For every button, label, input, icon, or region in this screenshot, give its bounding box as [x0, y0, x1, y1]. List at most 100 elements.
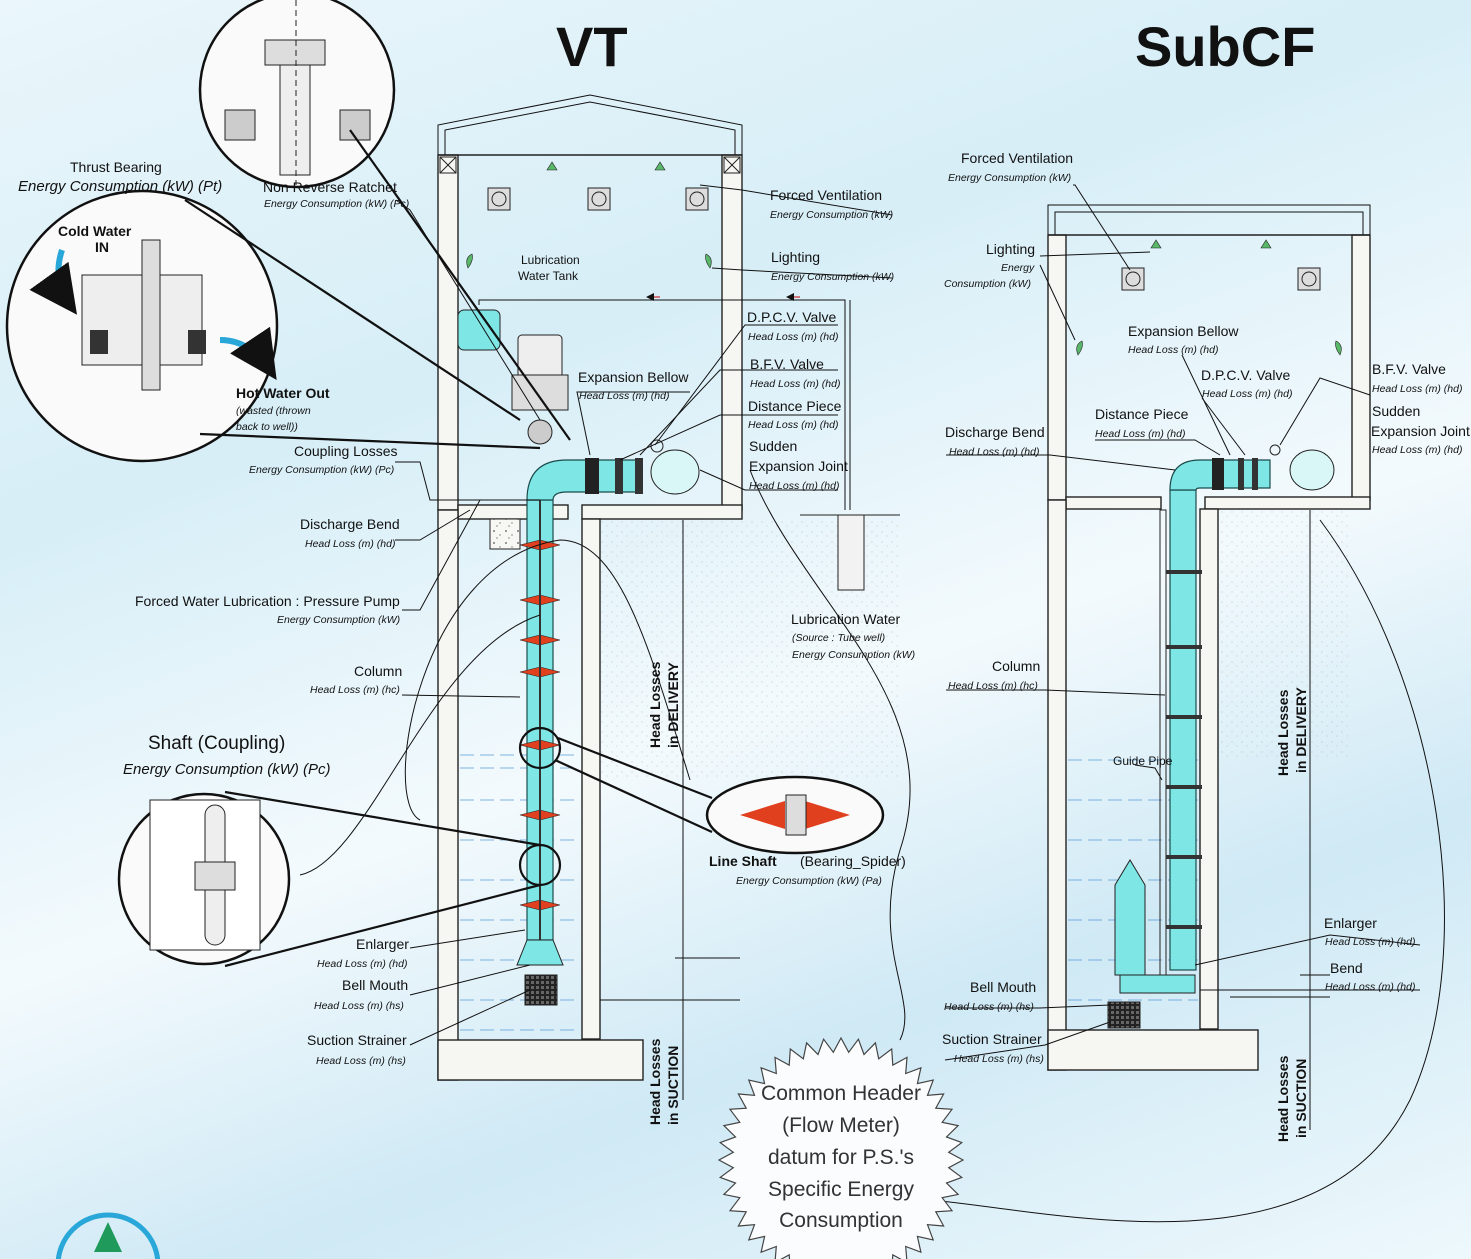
- vt-lamp-icon: [466, 161, 712, 269]
- lbl-sub-bfv-sub: Head Loss (m) (hd): [1372, 383, 1462, 395]
- lbl-sub-column: Column: [992, 658, 1040, 674]
- lbl-lube-tank1: Lubrication: [521, 253, 580, 267]
- lbl-sub-column-sub: Head Loss (m) (hc): [948, 680, 1038, 692]
- lbl-vt-bell-sub: Head Loss (m) (hs): [314, 1000, 404, 1012]
- lbl-vt-distance-sub: Head Loss (m) (hd): [748, 419, 838, 431]
- lbl-vt-line-shaft-sub: Energy Consumption (kW) (Pa): [736, 875, 882, 887]
- lbl-sub-discharge-sub: Head Loss (m) (hd): [949, 446, 1039, 458]
- lbl-sub-sudden: Sudden: [1372, 403, 1420, 419]
- lbl-sub-bell-sub: Head Loss (m) (hs): [944, 1001, 1034, 1013]
- lbl-lube-tank2: Water Tank: [518, 269, 579, 283]
- starburst-line1: Common Header: [761, 1082, 921, 1105]
- starburst-line2: (Flow Meter): [782, 1114, 900, 1137]
- lbl-vt-lighting-sub: Energy Consumption (kW): [771, 271, 894, 283]
- starburst-line3: datum for P.S.'s: [768, 1146, 914, 1169]
- lbl-vt-shaft: Shaft (Coupling): [148, 733, 285, 754]
- subcf-title: SubCF: [1135, 15, 1315, 78]
- lbl-hot-water-sub2: back to well)): [236, 421, 298, 433]
- lbl-vt-exp-bellow-sub: Head Loss (m) (hd): [579, 390, 669, 402]
- lbl-sub-forced-vent-sub: Energy Consumption (kW): [948, 172, 1071, 184]
- vt-title: VT: [556, 15, 628, 78]
- starburst-line5: Consumption: [779, 1209, 903, 1232]
- lbl-sub-enlarger-sub: Head Loss (m) (hd): [1325, 936, 1415, 948]
- lbl-vt-dpcv: D.P.C.V. Valve: [747, 309, 836, 325]
- lbl-vt-fwl: Forced Water Lubrication : Pressure Pump: [135, 593, 400, 609]
- lbl-cold-water-in: IN: [95, 239, 109, 255]
- lbl-sub-exp-joint-sub: Head Loss (m) (hd): [1372, 444, 1462, 456]
- lbl-vt-lube-water: Lubrication Water: [791, 611, 901, 627]
- lbl-sub-hl-suction1: Head Losses: [1275, 1055, 1291, 1142]
- lbl-vt-fwl-sub: Energy Consumption (kW): [277, 614, 400, 626]
- lbl-vt-discharge: Discharge Bend: [300, 516, 400, 532]
- lbl-vt-hl-suction1: Head Losses: [647, 1038, 663, 1125]
- lbl-non-reverse: Non Reverse Ratchet: [263, 179, 397, 195]
- lbl-vt-shaft-sub: Energy Consumption (kW) (Pc): [123, 761, 331, 778]
- lbl-vt-enlarger: Enlarger: [356, 936, 409, 952]
- lbl-vt-lighting: Lighting: [771, 249, 820, 265]
- lbl-sub-hl-delivery2: in DELIVERY: [1293, 687, 1309, 773]
- lbl-cold-water: Cold Water: [58, 223, 132, 239]
- lbl-vt-forced-vent-sub: Energy Consumption (kW): [770, 209, 893, 221]
- lbl-hot-water: Hot Water Out: [236, 385, 330, 401]
- lbl-sub-distance-sub: Head Loss (m) (hd): [1095, 428, 1185, 440]
- lbl-thrust-bearing: Thrust Bearing: [70, 159, 162, 175]
- lbl-sub-bell: Bell Mouth: [970, 979, 1036, 995]
- lbl-vt-forced-vent: Forced Ventilation: [770, 187, 882, 203]
- lbl-sub-exp-bellow: Expansion Bellow: [1128, 323, 1239, 339]
- lbl-sub-hl-suction2: in SUCTION: [1293, 1059, 1309, 1138]
- lbl-sub-lighting: Lighting: [986, 241, 1035, 257]
- vt-thrust-bearing-detail: [5, 189, 541, 463]
- lbl-vt-column-sub: Head Loss (m) (hc): [310, 684, 400, 696]
- lbl-vt-bell: Bell Mouth: [342, 977, 408, 993]
- lbl-vt-line-shaft-paren: (Bearing_Spider): [800, 853, 906, 869]
- lbl-vt-coupling-sub: Energy Consumption (kW) (Pc): [249, 464, 394, 476]
- lbl-vt-sudden2: Expansion Joint: [749, 458, 848, 474]
- lbl-vt-discharge-sub: Head Loss (m) (hd): [305, 538, 395, 550]
- lbl-sub-hl-delivery1: Head Losses: [1275, 689, 1291, 776]
- lbl-non-reverse-sub: Energy Consumption (kW) (Pc): [264, 198, 409, 210]
- vt-shaft-coupling-detail: [117, 790, 562, 968]
- subcf-lamp-icon: [1076, 239, 1342, 356]
- lbl-vt-column: Column: [354, 663, 402, 679]
- company-logo-icon: [55, 1212, 161, 1259]
- lbl-sub-exp-bellow-sub: Head Loss (m) (hd): [1128, 344, 1218, 356]
- vt-leader-lines: [299, 184, 911, 1046]
- lbl-vt-distance: Distance Piece: [748, 398, 842, 414]
- lbl-sub-dpcv: D.P.C.V. Valve: [1201, 367, 1290, 383]
- lbl-vt-hl-suction2: in SUCTION: [665, 1046, 681, 1125]
- lbl-sub-lighting-sub1: Energy: [1001, 262, 1035, 274]
- subcf-structure: [1047, 204, 1371, 1130]
- starburst-line4: Specific Energy: [768, 1178, 914, 1201]
- vt-structure: [437, 94, 900, 1100]
- lbl-hot-water-sub1: (wasted (thrown: [236, 405, 311, 417]
- lbl-sub-dpcv-sub: Head Loss (m) (hd): [1202, 388, 1292, 400]
- lbl-vt-strainer-sub: Head Loss (m) (hs): [316, 1055, 406, 1067]
- lbl-vt-sudden-sub: Head Loss (m) (hd): [749, 480, 839, 492]
- lbl-sub-strainer-sub: Head Loss (m) (hs): [954, 1053, 1044, 1065]
- subcf-fan-icon: [1121, 267, 1321, 291]
- lbl-vt-enlarger-sub: Head Loss (m) (hd): [317, 958, 407, 970]
- subcf-leader-lines: [929, 184, 1445, 1223]
- lbl-sub-bfv: B.F.V. Valve: [1372, 361, 1446, 377]
- lbl-sub-exp-joint: Expansion Joint: [1371, 423, 1470, 439]
- lbl-thrust-bearing-sub: Energy Consumption (kW) (Pt): [18, 178, 222, 195]
- lbl-sub-bend: Bend: [1330, 960, 1363, 976]
- common-header-starburst: Common Header (Flow Meter) datum for P.S…: [717, 1036, 965, 1259]
- lbl-sub-bend-sub: Head Loss (m) (hd): [1325, 981, 1415, 993]
- lbl-vt-lube-water-sub1: (Source : Tube well): [792, 632, 885, 644]
- lbl-vt-hl-delivery2: in DELIVERY: [665, 662, 681, 748]
- vt-line-shaft-detail: [518, 726, 885, 855]
- lbl-vt-coupling: Coupling Losses: [294, 443, 398, 459]
- lbl-vt-lube-water-sub2: Energy Consumption (kW): [792, 649, 915, 661]
- vt-fan-icon: [487, 187, 709, 211]
- lbl-vt-dpcv-sub: Head Loss (m) (hd): [748, 331, 838, 343]
- lbl-vt-hl-delivery1: Head Losses: [647, 661, 663, 748]
- lbl-vt-bfv-sub: Head Loss (m) (hd): [750, 378, 840, 390]
- lbl-sub-distance: Distance Piece: [1095, 406, 1189, 422]
- lbl-sub-discharge: Discharge Bend: [945, 424, 1045, 440]
- lbl-vt-line-shaft: Line Shaft: [709, 853, 777, 869]
- lbl-vt-sudden1: Sudden: [749, 438, 797, 454]
- vt-ratchet-detail: [198, 0, 571, 441]
- lbl-sub-lighting-sub2: Consumption (kW): [944, 278, 1031, 290]
